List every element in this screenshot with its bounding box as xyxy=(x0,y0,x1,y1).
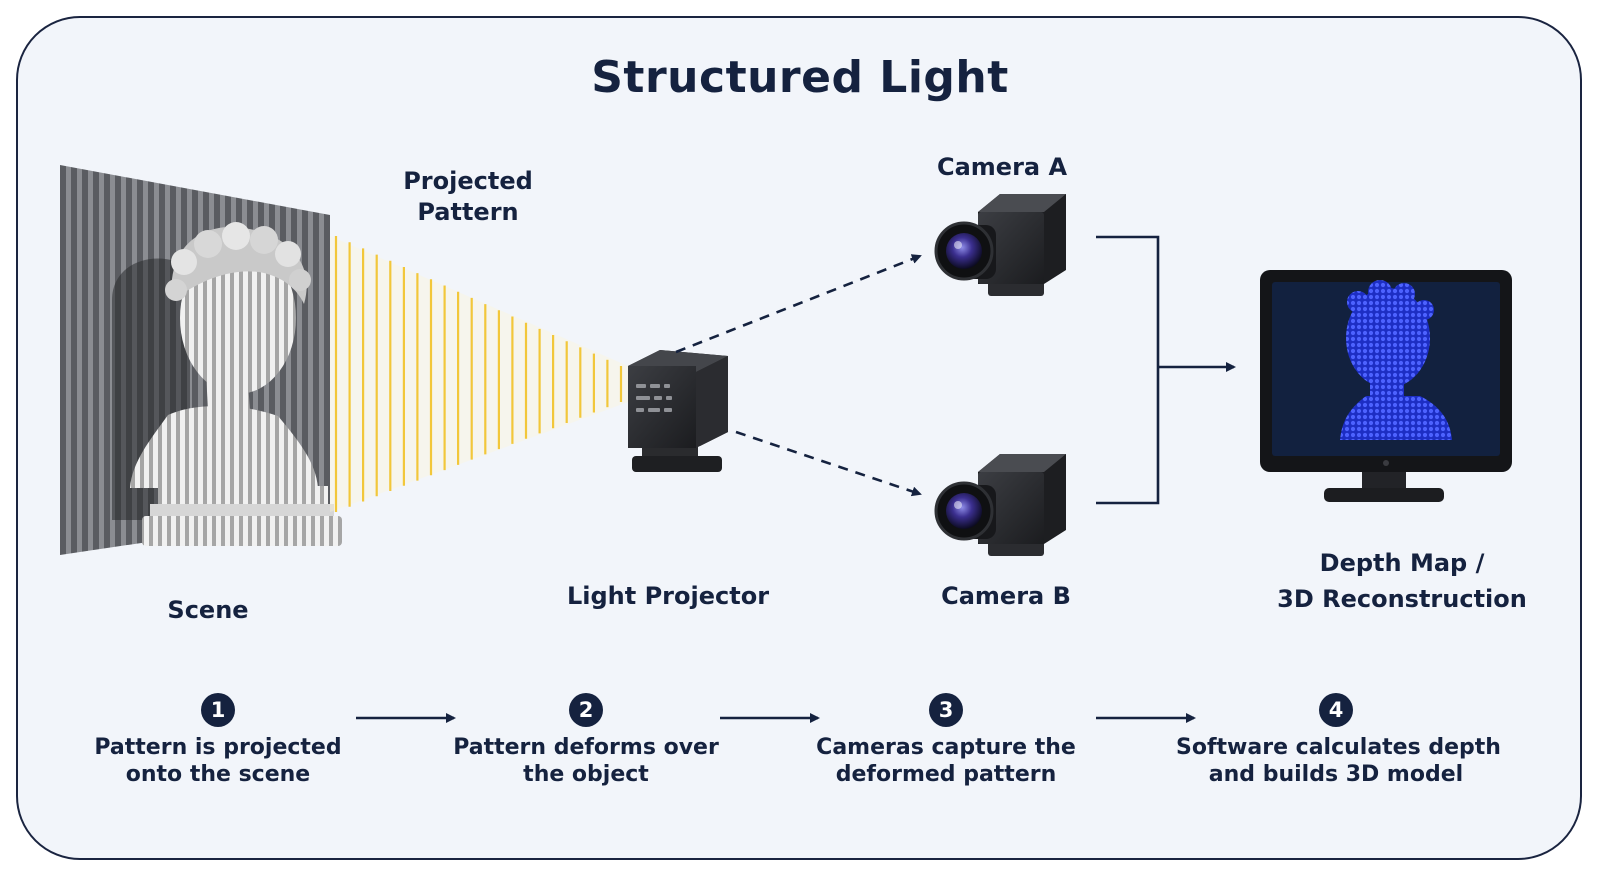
step-3: 3 Cameras capture the deformed pattern xyxy=(786,693,1106,788)
step-1: 1 Pattern is projected onto the scene xyxy=(58,693,378,788)
step-number-badge: 4 xyxy=(1319,693,1353,727)
monitor-icon xyxy=(1260,270,1512,502)
step-number-badge: 3 xyxy=(929,693,963,727)
point-cloud-bust-icon xyxy=(1340,280,1452,440)
label-depth-map-line-2: 3D Reconstruction xyxy=(1277,585,1527,613)
label-depth-map: Depth Map / 3D Reconstruction xyxy=(1252,545,1552,617)
step-4-line-2: and builds 3D model xyxy=(1208,762,1464,787)
scene-illustration xyxy=(60,165,342,555)
projected-pattern-beam xyxy=(330,236,628,512)
camera-merge-bracket xyxy=(1096,235,1160,505)
projector-icon xyxy=(628,350,728,472)
label-camera-a: Camera A xyxy=(936,153,1068,181)
bust-statue-icon xyxy=(130,222,342,546)
camera-icon xyxy=(934,194,1066,296)
step-3-line-2: deformed pattern xyxy=(835,762,1057,787)
step-number-badge: 2 xyxy=(569,693,603,727)
step-4: 4 Software calculates depth and builds 3… xyxy=(1176,693,1501,788)
step-2-line-2: the object xyxy=(523,762,649,787)
label-projected-pattern: Projected Pattern xyxy=(378,166,558,228)
step-2: 2 Pattern deforms over the object xyxy=(426,693,746,788)
step-number-badge: 1 xyxy=(201,693,235,727)
step-1-line-1: Pattern is projected xyxy=(94,735,342,760)
step-2-line-1: Pattern deforms over xyxy=(453,735,719,760)
step-3-line-1: Cameras capture the xyxy=(816,735,1076,760)
step-1-line-2: onto the scene xyxy=(125,762,311,787)
dashed-link-camera-b xyxy=(735,430,922,497)
label-light-projector: Light Projector xyxy=(566,582,770,610)
dashed-link-camera-a xyxy=(675,254,922,354)
label-scene: Scene xyxy=(167,596,249,624)
label-projected-pattern-line-2: Pattern xyxy=(417,198,519,226)
label-depth-map-line-1: Depth Map / xyxy=(1319,549,1485,577)
label-camera-b: Camera B xyxy=(941,582,1071,610)
label-projected-pattern-line-1: Projected xyxy=(403,167,533,195)
camera-icon xyxy=(934,454,1066,556)
page-title: Structured Light xyxy=(591,52,1009,103)
step-4-line-1: Software calculates depth xyxy=(1176,735,1501,760)
